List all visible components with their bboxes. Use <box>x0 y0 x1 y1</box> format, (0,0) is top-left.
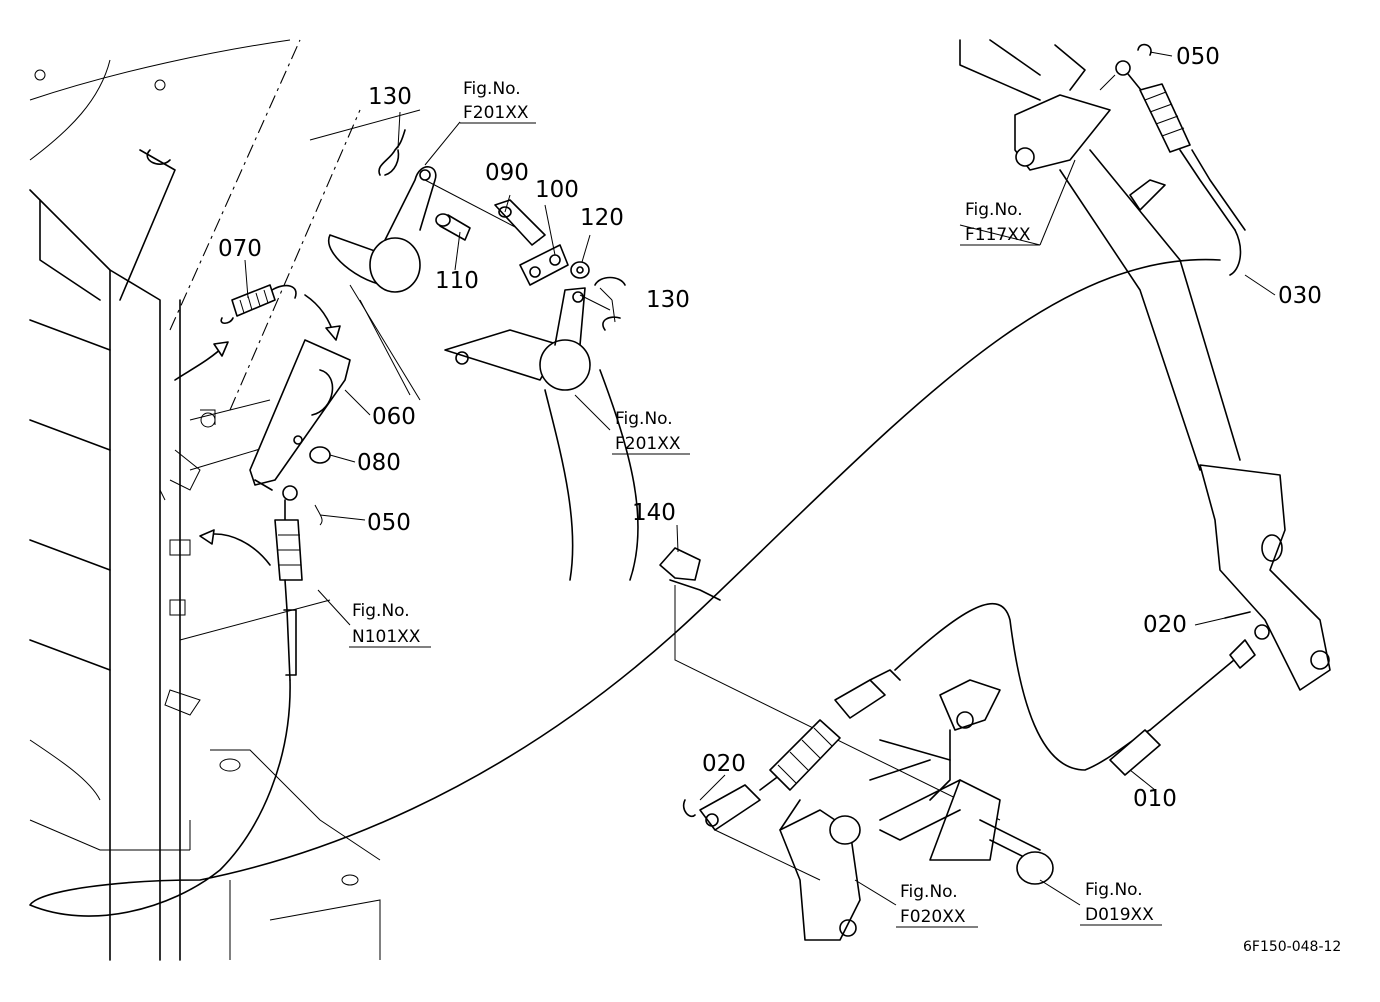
figure-ref-code: F117XX <box>965 225 1031 245</box>
figure-reference: Fig.No. F201XX <box>460 79 536 124</box>
figure-ref-label: Fig.No. <box>965 200 1023 220</box>
figure-reference: Fig.No. D019XX <box>1080 880 1162 926</box>
figure-ref-label: Fig.No. <box>463 79 521 99</box>
callout-100: 100 <box>535 177 579 203</box>
figure-ref-label: Fig.No. <box>900 882 958 902</box>
cable-clamp <box>659 547 1001 821</box>
callout-030: 030 <box>1278 283 1322 309</box>
callout-080: 080 <box>357 450 401 476</box>
figure-ref-code: D019XX <box>1085 905 1154 925</box>
callout-120: 120 <box>580 205 624 231</box>
assembly-arrow <box>204 533 271 566</box>
pedal-assembly-right <box>959 39 1331 691</box>
pin-and-bushing <box>435 199 590 286</box>
figure-ref-code: N101XX <box>352 627 421 647</box>
callout-110: 110 <box>435 268 479 294</box>
figure-ref-label: Fig.No. <box>352 601 410 621</box>
callout-050-top: 050 <box>1176 44 1220 70</box>
callout-020-right: 020 <box>1143 612 1187 638</box>
callout-010: 010 <box>1133 786 1177 812</box>
callout-130-right: 130 <box>646 287 690 313</box>
figure-reference: Fig.No. F020XX <box>896 882 978 928</box>
callout-070: 070 <box>218 236 262 262</box>
figure-ref-label: Fig.No. <box>1085 880 1143 900</box>
drawing-code: 6F150-048-12 <box>1243 939 1341 955</box>
spring-part <box>220 284 297 325</box>
callout-140: 140 <box>632 500 676 526</box>
left-frame <box>29 39 421 961</box>
figure-reference: Fig.No. F201XX <box>612 409 690 455</box>
pedal-linkage-center <box>327 166 639 581</box>
callout-050-left: 050 <box>367 510 411 536</box>
figure-ref-label: Fig.No. <box>615 409 673 429</box>
callout-090: 090 <box>485 160 529 186</box>
clevis-left <box>682 784 821 881</box>
callout-020-left: 020 <box>702 751 746 777</box>
leader-lines <box>244 51 1276 906</box>
lever-plate <box>249 339 351 501</box>
callout-060: 060 <box>372 404 416 430</box>
left-cable-end <box>29 258 1221 917</box>
figure-ref-code: F201XX <box>615 434 681 454</box>
callout-labels: 130 090 100 120 110 130 070 060 080 050 … <box>218 44 1322 812</box>
figure-reference: Fig.No. F117XX <box>960 200 1040 246</box>
lower-shaft-bracket <box>779 679 1054 941</box>
figure-reference: Fig.No. N101XX <box>349 601 431 648</box>
figure-ref-code: F020XX <box>900 907 966 927</box>
snap-pins <box>378 129 626 331</box>
upper-cable-end <box>1099 43 1246 276</box>
figure-ref-code: F201XX <box>463 103 529 123</box>
lower-cable <box>759 602 1270 791</box>
callout-130-top: 130 <box>368 84 412 110</box>
